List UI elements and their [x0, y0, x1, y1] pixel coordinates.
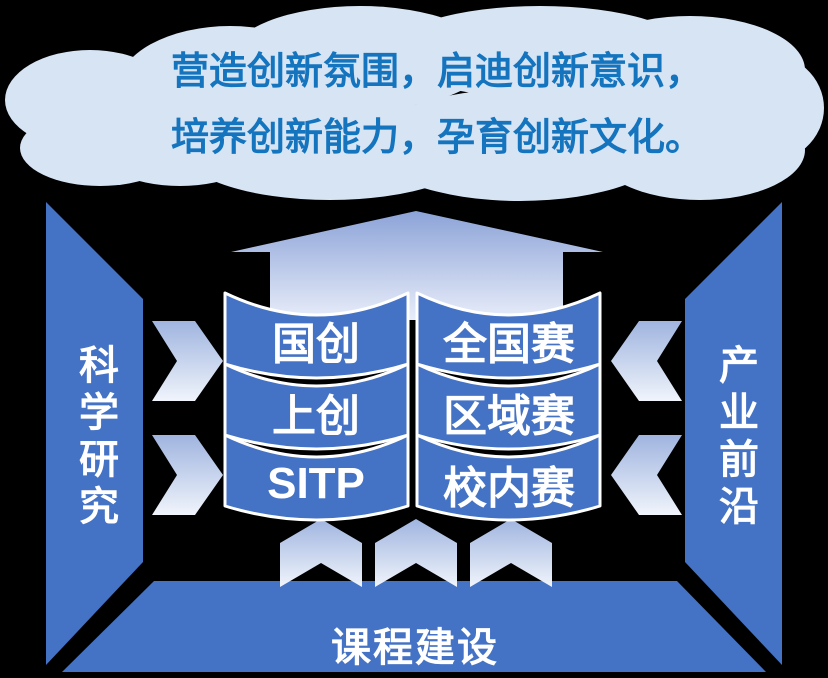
big-up-arrow-icon: [231, 211, 603, 320]
cylinder-label-sitp: SITP: [267, 459, 365, 508]
cylinder-label-shangchuang: 上创: [272, 392, 360, 441]
left-panel: [46, 202, 143, 665]
cylinder-label-quanguosai: 全国赛: [443, 320, 575, 369]
right-panel-label: 产业前沿: [713, 344, 757, 532]
cylinder-quanguosai: [415, 291, 602, 380]
cylinder-shangchuang: [223, 362, 410, 451]
cylinder-label-xiaoneisai: 校内赛: [443, 464, 575, 513]
chevron-right-icon: [152, 321, 223, 515]
cylinder-quyusai: [415, 362, 602, 451]
cloud-text-line1: 营造创新氛围，启迪创新意识，: [170, 51, 704, 93]
cylinder-label-guochuang: 国创: [272, 320, 360, 369]
chevron-left-icon: [611, 321, 682, 515]
cylinder-sitp: [223, 433, 410, 522]
bottom-panel: [62, 581, 766, 672]
bottom-panel-label: 课程建设: [331, 626, 499, 670]
cylinder-label-quyusai: 区域赛: [443, 392, 575, 441]
cloud-shape: [5, 6, 824, 201]
right-panel: [685, 202, 782, 665]
cylinder-xiaoneisai: [415, 433, 602, 522]
chevron-up-icon: [280, 519, 552, 587]
left-panel-label: 科学研究: [73, 344, 117, 532]
cloud-text-line2: 培养创新能力，孕育创新文化。: [170, 117, 704, 159]
cylinder-guochuang: [223, 291, 410, 380]
cylinder-stack: [223, 291, 602, 522]
